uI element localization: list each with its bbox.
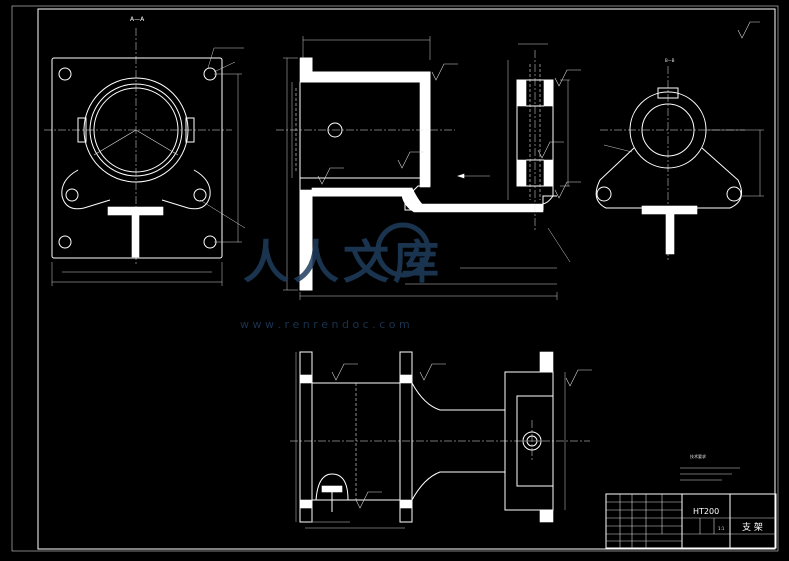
tech-requirements: 技术要求 (680, 453, 740, 481)
scale-label: 1:1 (718, 526, 725, 531)
bottom-section-view (290, 351, 592, 529)
outer-bore-circle (83, 77, 189, 183)
left-front-view: A—A (44, 16, 246, 286)
square-flange (51, 57, 223, 259)
tech-notes-title: 技术要求 (690, 453, 706, 459)
section-label-b: B—B (665, 58, 675, 63)
watermark: 人人文库 w w w . r e n r e n d o c . c o m (240, 222, 443, 331)
title-block: HT200 支 架 1:1 (605, 493, 777, 549)
center-section-view (276, 21, 760, 300)
inner-frame (37, 8, 776, 550)
material-label: HT200 (693, 507, 719, 516)
rib-section (107, 206, 164, 216)
section-label-a: A—A (130, 16, 145, 23)
part-name-label: 支 架 (742, 521, 763, 533)
watermark-url: w w w . r e n r e n d o c . c o m (240, 318, 410, 331)
watermark-logo-ring (375, 222, 431, 278)
outer-border (11, 5, 779, 552)
right-side-view: B—B (595, 58, 764, 262)
watermark-logo-text: 人人文库 (243, 235, 443, 289)
